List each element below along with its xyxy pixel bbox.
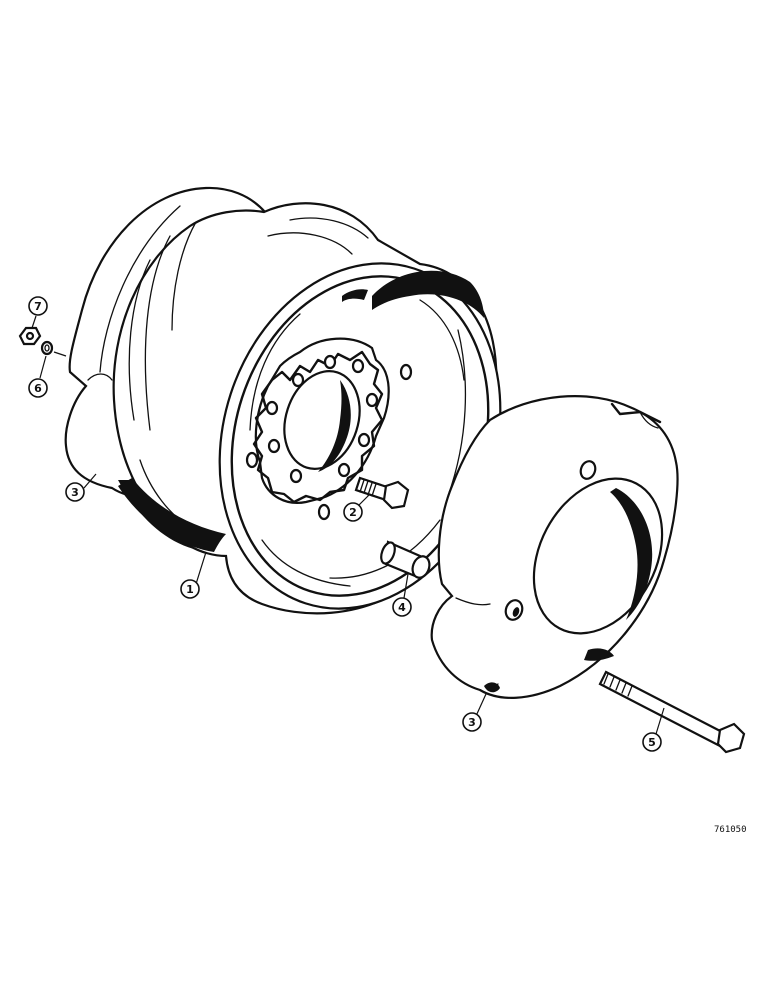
- callout-1: 1: [180, 551, 207, 599]
- callout-3-lower-label: 3: [468, 716, 476, 729]
- nut-and-washer: [18, 326, 67, 357]
- callout-3-lower: 3: [462, 693, 487, 732]
- callout-7-label: 7: [34, 300, 42, 313]
- figure-reference-code: 761050: [714, 825, 747, 835]
- callout-4-label: 4: [398, 601, 406, 614]
- callout-6: 6: [28, 355, 48, 398]
- spacer-sleeve: [380, 540, 431, 580]
- callout-2-label: 2: [349, 506, 357, 519]
- callout-5: 5: [642, 707, 665, 752]
- callout-1-label: 1: [186, 583, 194, 596]
- callout-6-label: 6: [34, 382, 42, 395]
- wheel-center-disc: [245, 337, 413, 521]
- callout-7: 7: [28, 296, 48, 329]
- callout-5-label: 5: [648, 736, 656, 749]
- callout-2: 2: [343, 493, 371, 522]
- long-bolt: [598, 670, 746, 754]
- hub-bolt: [354, 476, 410, 510]
- callout-3-upper-label: 3: [71, 486, 79, 499]
- outer-wheel-weight: [430, 395, 679, 699]
- callout-4: 4: [392, 573, 412, 617]
- callout-3-upper: 3: [65, 473, 97, 502]
